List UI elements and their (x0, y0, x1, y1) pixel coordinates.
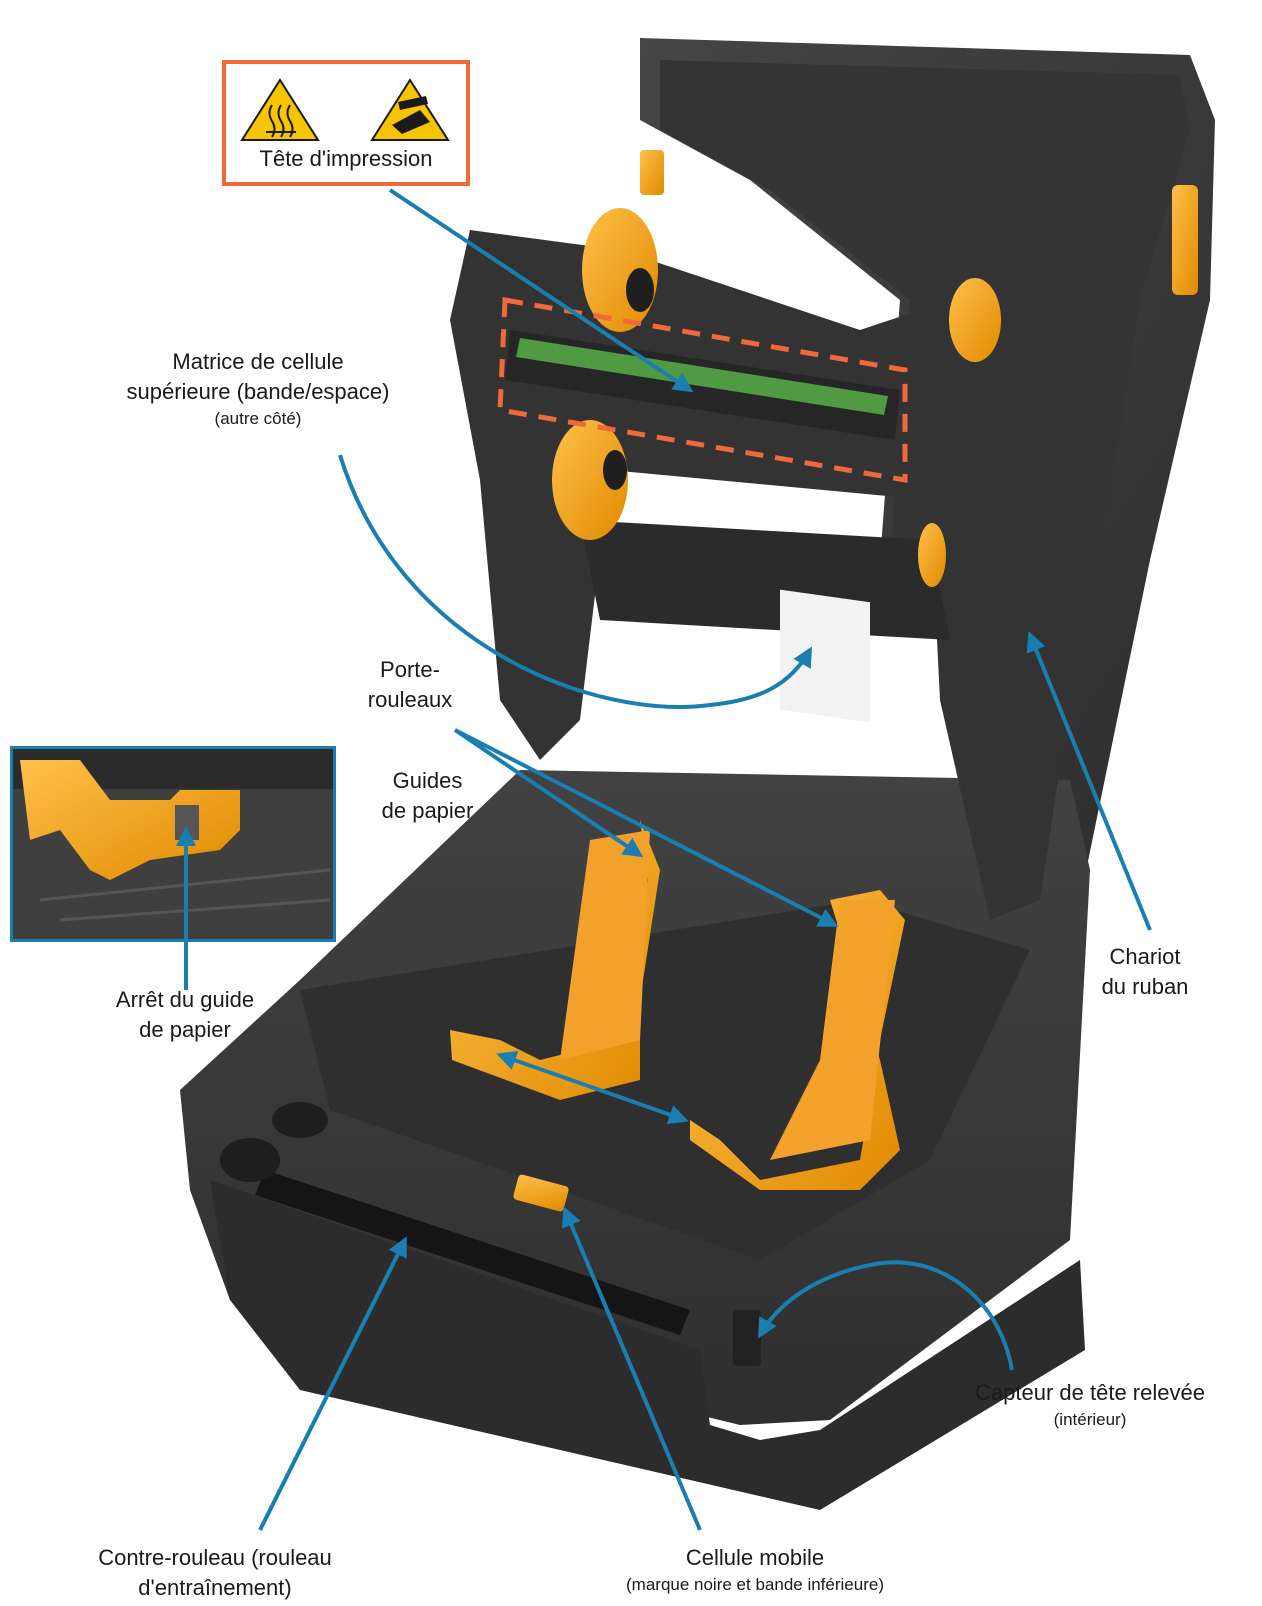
arrow-head-up-sensor (758, 1260, 1014, 1371)
hot-surface-icon (240, 78, 320, 141)
printhead-warning-title: Tête d'impression (259, 146, 433, 171)
arrow-printhead (388, 188, 694, 393)
takeup-spindle (949, 278, 1001, 362)
arrow-paper-guides (496, 1050, 689, 1125)
lid-yellow-tab (640, 150, 664, 195)
carriage-crossbar (580, 520, 950, 640)
arrow-top-sensor (338, 454, 812, 709)
moving-sensor (513, 1174, 569, 1212)
supply-spindle-top (582, 208, 658, 332)
printhead-element (516, 338, 888, 415)
label-moving-sensor: Cellule mobile (marque noire et bande in… (626, 1545, 884, 1594)
platen-roller (255, 1170, 690, 1335)
base-front (210, 1180, 1085, 1510)
carriage-yellow-tab (918, 523, 946, 587)
white-gap (780, 589, 870, 723)
platen-gear (220, 1138, 280, 1182)
label-ribbon-carriage: Chariot du ruban (1101, 944, 1189, 999)
paper-guide-stop-inset-frame (10, 746, 336, 942)
label-platen: Contre-rouleau (rouleau d'entraînement) (98, 1545, 332, 1600)
label-top-sensor: Matrice de cellule supérieure (bande/esp… (126, 349, 390, 428)
label-roll-holders: Porte- rouleaux (367, 657, 453, 712)
arrow-ribbon-carriage (1026, 631, 1152, 931)
label-guide-stop: Arrêt du guide de papier (115, 987, 255, 1042)
arrow-roll-holder-left (453, 728, 644, 858)
head-up-sensor (733, 1310, 761, 1366)
paper-guide-right-arm (770, 900, 895, 1160)
ribbon-carriage (450, 230, 1080, 920)
arrow-platen (258, 1236, 407, 1531)
arrow-moving-sensor (562, 1206, 702, 1531)
printhead-warning-box: Tête d'impression (222, 60, 470, 186)
supply-spindle-top-hub (626, 268, 654, 312)
paper-guide-left-arm (560, 830, 650, 1060)
crush-hazard-icon (370, 78, 450, 141)
platen-gear-2 (272, 1102, 328, 1138)
paper-guide-stop-inset (13, 749, 333, 939)
supply-spindle-bottom (552, 420, 628, 540)
label-head-up-sensor: Capteur de tête relevée (intérieur) (975, 1380, 1205, 1429)
supply-spindle-bottom-hub (603, 450, 627, 490)
printhead-highlight (497, 297, 908, 483)
label-paper-guides: Guides de papier (381, 768, 474, 823)
lid-yellow-latch (1172, 185, 1198, 295)
arrow-roll-holder-right (454, 728, 839, 927)
